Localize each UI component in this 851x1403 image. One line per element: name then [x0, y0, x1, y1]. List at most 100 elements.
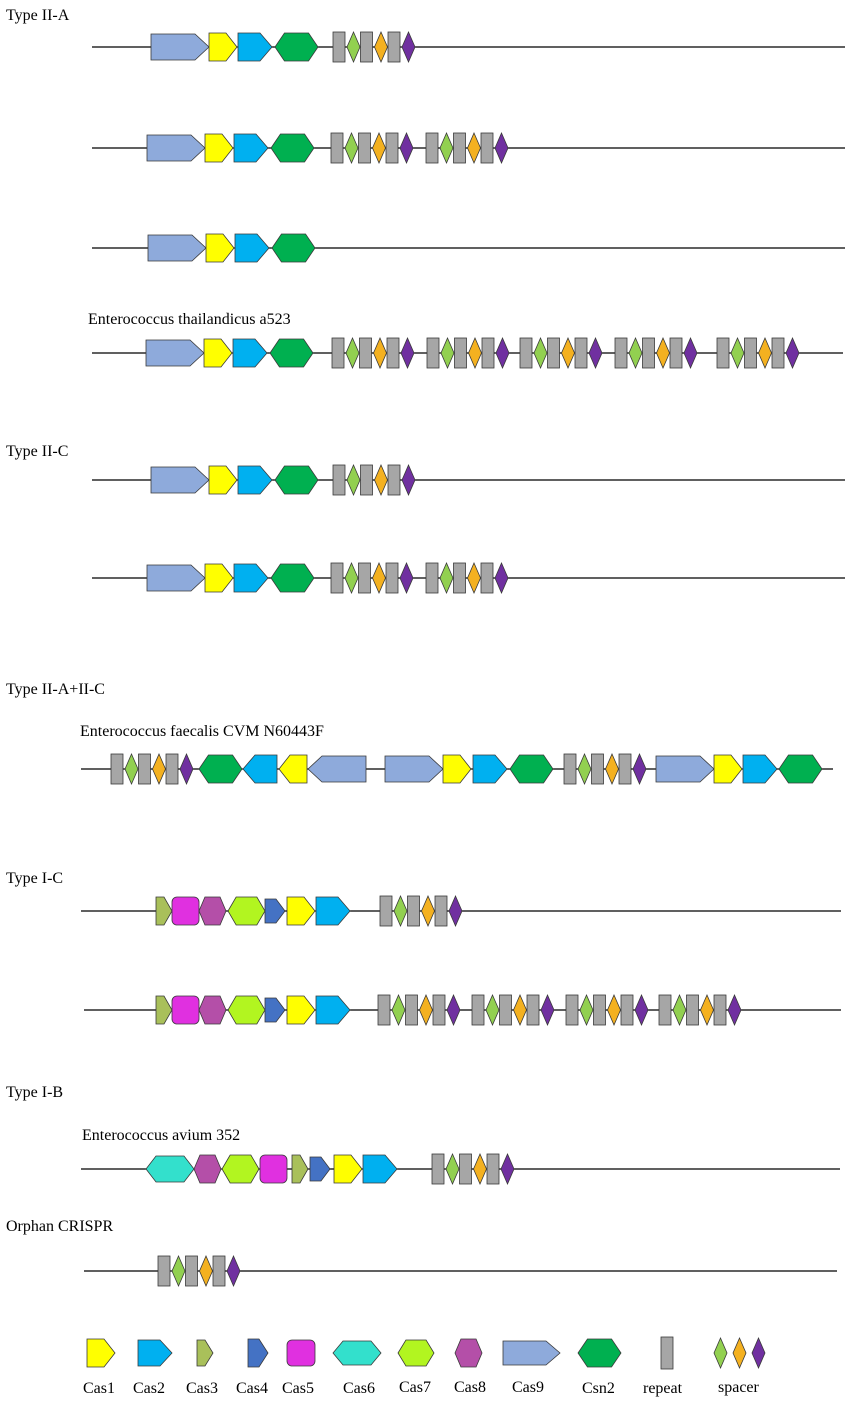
- cas2-gene: [472, 754, 508, 784]
- cas2-gene: [237, 32, 273, 62]
- csn2-gene: [271, 233, 316, 263]
- repeat-box: [471, 994, 485, 1026]
- spacer-diamond: [124, 752, 139, 786]
- csn2-gene: [198, 754, 243, 784]
- label-type-i-b: Type I-B: [6, 1084, 63, 1101]
- repeat-box: [669, 337, 683, 369]
- crispr-array: [425, 131, 509, 165]
- spacer-diamond: [758, 336, 772, 370]
- label-enterococcus-thailandicus: Enterococcus thailandicus a523: [88, 311, 291, 328]
- repeat-box: [618, 753, 632, 785]
- legend-label-cas9: Cas9: [512, 1379, 544, 1396]
- cas2-gene: [233, 133, 269, 163]
- repeat-box: [387, 31, 401, 63]
- locus-11: [84, 1254, 837, 1288]
- cas7-gene: [227, 995, 266, 1025]
- spacer-diamond: [628, 336, 643, 370]
- spacer-diamond: [561, 336, 575, 370]
- spacer-diamond: [401, 30, 416, 64]
- spacer-diamond: [391, 993, 406, 1027]
- repeat-box: [574, 337, 588, 369]
- legend-repeat-glyph: [660, 1336, 674, 1370]
- spacer-diamond: [399, 561, 414, 595]
- label-type-i-c: Type I-C: [6, 870, 63, 887]
- cas8-gene: [193, 1154, 222, 1184]
- crispr-array: [157, 1254, 241, 1288]
- repeat-box: [486, 1153, 500, 1185]
- repeat-box: [157, 1255, 171, 1287]
- legend-label-cas1: Cas1: [83, 1380, 115, 1397]
- cas1-gene: [286, 896, 316, 926]
- cas1-gene: [204, 563, 234, 593]
- repeat-box: [377, 994, 391, 1026]
- locus-6: [92, 561, 845, 595]
- cas4-gene: [264, 898, 286, 924]
- cas5-gene: [259, 1154, 288, 1184]
- cas9-gene: [146, 564, 206, 592]
- crispr-array: [377, 993, 461, 1027]
- crispr-array: [614, 336, 698, 370]
- spacer-diamond: [345, 336, 360, 370]
- spacer-diamond: [656, 336, 670, 370]
- repeat-box: [620, 994, 634, 1026]
- legend-label-cas8: Cas8: [454, 1379, 486, 1396]
- spacer-diamond: [730, 336, 745, 370]
- spacer-diamond: [374, 30, 388, 64]
- cas2-gene: [234, 233, 270, 263]
- cas1-gene: [208, 32, 238, 62]
- repeat-box: [385, 562, 399, 594]
- spacer-diamond: [419, 993, 433, 1027]
- repeat-box: [185, 1255, 198, 1287]
- cas9-gene: [145, 339, 205, 367]
- legend-csn2-glyph: [577, 1338, 622, 1368]
- spacer-diamond: [344, 131, 359, 165]
- spacer-diamond: [399, 131, 414, 165]
- spacer-diamond: [632, 752, 647, 786]
- repeat-box: [686, 994, 699, 1026]
- cas2-gene: [362, 1154, 398, 1184]
- crispr-array: [563, 752, 647, 786]
- spacer-diamond: [152, 752, 166, 786]
- repeat-box: [386, 337, 400, 369]
- spacer-diamond: [494, 131, 509, 165]
- repeat-box: [330, 132, 344, 164]
- legend: Cas1 Cas2 Cas3 Cas4 Cas5 Cas6 Cas7 Cas8 …: [83, 1336, 766, 1397]
- spacer-diamond: [346, 463, 361, 497]
- cas1-gene: [442, 754, 472, 784]
- legend-cas9-glyph: [502, 1340, 561, 1366]
- legend-label-cas2: Cas2: [133, 1380, 165, 1397]
- loci-group: [81, 30, 845, 1288]
- cas9-gene: [150, 33, 210, 61]
- repeat-box: [358, 132, 371, 164]
- crispr-array: [658, 993, 742, 1027]
- spacer-diamond: [533, 336, 548, 370]
- cas9-gene: [150, 466, 210, 494]
- cas2-gene: [315, 896, 351, 926]
- repeat-box: [481, 337, 495, 369]
- cas1-gene: [713, 754, 743, 784]
- spacer-diamond: [179, 752, 194, 786]
- spacer-diamond: [448, 894, 463, 928]
- spacer-diamond: [171, 1254, 186, 1288]
- cas2-gene: [315, 995, 351, 1025]
- repeat-box: [405, 994, 418, 1026]
- repeat-box: [658, 994, 672, 1026]
- cas1-gene: [286, 995, 316, 1025]
- legend-cas7-glyph: [397, 1339, 435, 1367]
- spacer-diamond: [199, 1254, 213, 1288]
- repeat-box: [212, 1255, 226, 1287]
- repeat-box: [110, 753, 124, 785]
- crispr-array: [471, 993, 555, 1027]
- legend-label-cas3: Cas3: [186, 1380, 218, 1397]
- locus-1: [92, 30, 845, 64]
- locus-10: [81, 1152, 840, 1186]
- repeat-box: [138, 753, 151, 785]
- repeat-box: [744, 337, 757, 369]
- spacer-diamond: [226, 1254, 241, 1288]
- legend-cas5-glyph: [286, 1339, 316, 1367]
- repeat-box: [453, 562, 466, 594]
- spacer-diamond: [344, 561, 359, 595]
- legend-cas4-glyph: [247, 1338, 269, 1368]
- legend-label-spacer: spacer: [718, 1379, 760, 1396]
- repeat-box: [425, 132, 439, 164]
